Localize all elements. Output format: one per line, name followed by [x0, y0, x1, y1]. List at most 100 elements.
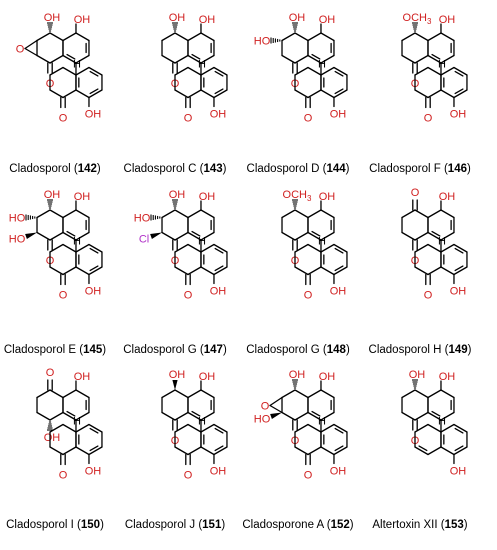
hydroxyl-label: OH [199, 14, 216, 26]
compound-name: Cladosporol D ( [247, 163, 327, 175]
hydroxyl-label: OH [85, 109, 102, 121]
hydroxyl-label: OH [439, 14, 456, 26]
compound-number: 147 [204, 344, 223, 356]
hydrogen-label: H [438, 59, 446, 71]
hydroxyl-label: OH [74, 191, 91, 203]
compound-number: 146 [448, 163, 467, 175]
hydrogen-label: H [198, 236, 206, 248]
hydroxyl-label: OH [210, 466, 227, 478]
compound-name: Cladosporol C ( [124, 163, 204, 175]
hydroxyl-label: HO [254, 414, 271, 426]
hydroxyl-label: OH [439, 371, 456, 383]
compound-number: 143 [203, 163, 222, 175]
carbonyl-oxygen-label: O [304, 113, 313, 125]
compound-number: 149 [448, 344, 467, 356]
compound-name: Cladosporol G ( [246, 344, 327, 356]
hydroxyl-label: OH [439, 191, 456, 203]
hydroxyl-label: OH [44, 12, 61, 24]
compound-number: 150 [81, 519, 100, 531]
hydroxyl-label: OH [330, 466, 347, 478]
compound-number: 145 [83, 344, 103, 356]
compound-caption: Altertoxin XII (153) [372, 519, 467, 531]
hydroxyl-label: OH [169, 369, 186, 381]
hydrogen-label: H [318, 59, 326, 71]
hydroxyl-label: OH [169, 12, 186, 24]
compound-number: 151 [202, 519, 222, 531]
hydroxyl-label: OH [289, 369, 306, 381]
compound-name: Cladosporol G ( [123, 344, 204, 356]
hydroxyl-label: OH [319, 14, 336, 26]
structure-150: OH O OH O OH H [36, 367, 103, 482]
carbonyl-oxygen-label: O [59, 470, 68, 482]
carbonyl-oxygen-label: O [184, 290, 193, 302]
compound-name: Cladosporol J ( [125, 519, 203, 531]
compound-number: 144 [326, 163, 346, 175]
hydroxyl-label: HO [9, 234, 26, 246]
compound-name: Cladosporol ( [9, 163, 78, 175]
hydrogen-label: H [73, 236, 81, 248]
compound-name: Cladosporol I ( [6, 519, 81, 531]
hydroxyl-label: OH [199, 371, 216, 383]
compound-caption: Cladosporol (142) [9, 163, 101, 175]
hydroxyl-label: OH [85, 286, 102, 298]
methoxy-label: OCH3 [403, 12, 432, 26]
compound-caption: Cladosporol H (149) [369, 344, 472, 356]
compound-name: Altertoxin XII ( [372, 519, 444, 531]
hydroxyl-label: OH [210, 109, 227, 121]
hydroxyl-label: OH [199, 191, 216, 203]
compound-caption: Cladosporol D (144) [247, 163, 350, 175]
hydroxyl-label: OH [44, 432, 61, 444]
hydroxyl-label: OH [450, 109, 467, 121]
compound-caption: Cladosporol G (148) [246, 344, 350, 356]
hydrogen-label: H [73, 416, 81, 428]
carbonyl-oxygen-label: O [424, 290, 433, 302]
hydroxyl-label: OH [330, 286, 347, 298]
hydroxyl-label: OH [330, 109, 347, 121]
compound-name: Cladosporol F ( [369, 163, 448, 175]
carbonyl-oxygen-label: O [59, 113, 68, 125]
hydrogen-label: H [438, 236, 446, 248]
hydroxyl-label: OH [74, 14, 91, 26]
hydrogen-label: H [198, 416, 206, 428]
carbonyl-oxygen-label: O [184, 470, 193, 482]
compound-caption: Cladosporol F (146) [369, 163, 471, 175]
hydroxyl-label: HO [254, 36, 271, 48]
compound-name: Cladosporol E ( [4, 344, 83, 356]
compound-caption: Cladosporol C (143) [124, 163, 227, 175]
hydroxyl-label: OH [210, 286, 227, 298]
compound-caption: Cladosporone A (152) [242, 519, 353, 531]
chlorine-label: Cl [139, 234, 149, 246]
carbonyl-oxygen-label: O [424, 113, 433, 125]
hydrogen-label: H [438, 416, 446, 428]
compound-name: Cladosporol H ( [369, 344, 449, 356]
hydroxyl-label: OH [319, 191, 336, 203]
compound-name: Cladosporone A ( [242, 519, 330, 531]
carbonyl-oxygen-label: O [411, 187, 420, 199]
compound-number: 142 [78, 163, 97, 175]
carbonyl-oxygen-label: O [304, 470, 313, 482]
carbonyl-oxygen-label: O [59, 290, 68, 302]
hydrogen-label: H [318, 236, 326, 248]
hydroxyl-label: HO [134, 213, 151, 225]
hydrogen-label: H [318, 416, 326, 428]
hydroxyl-label: OH [85, 466, 102, 478]
hydrogen-label: H [73, 59, 81, 71]
hydroxyl-label: OH [319, 371, 336, 383]
captions-layer: Cladosporol (142)Cladosporol C (143)Clad… [4, 163, 472, 531]
hydroxyl-label: OH [74, 371, 91, 383]
hydroxyl-label: OH [409, 369, 426, 381]
hydroxyl-label: OH [450, 286, 467, 298]
carbonyl-oxygen-label: O [46, 367, 55, 379]
epoxide-oxygen-label: O [261, 401, 270, 413]
carbonyl-oxygen-label: O [184, 113, 193, 125]
methoxy-label: OCH3 [283, 189, 312, 203]
epoxide-oxygen-label: O [16, 44, 25, 56]
